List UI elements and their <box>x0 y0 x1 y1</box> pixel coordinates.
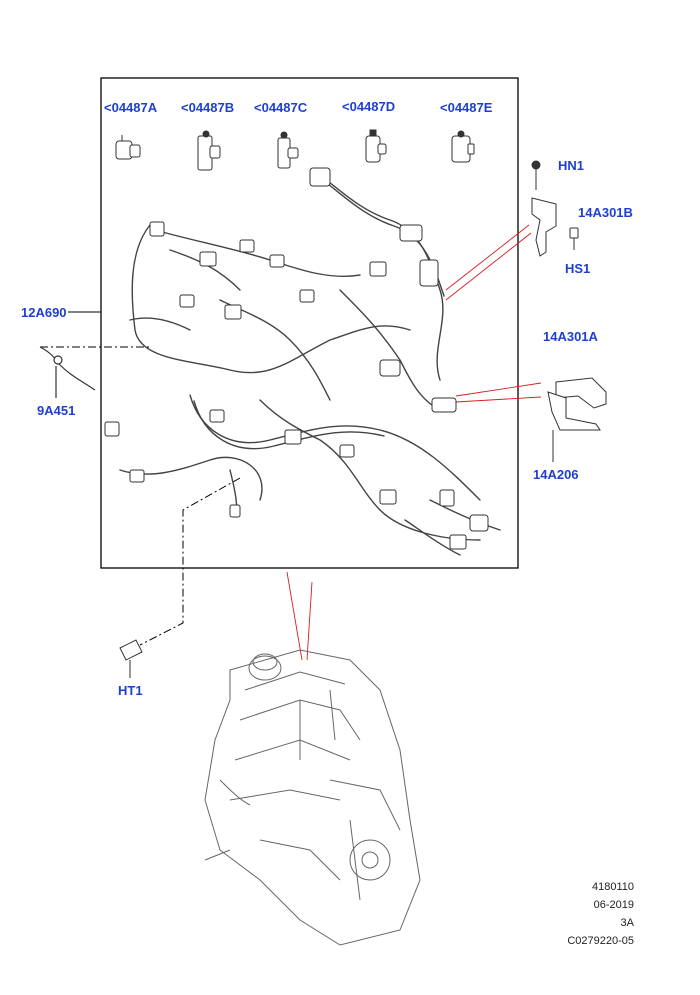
footer-ref-4: C0279220-05 <box>567 935 634 947</box>
fastener-HT1 <box>119 639 143 678</box>
harness-frame <box>100 77 519 569</box>
brackets <box>531 160 607 462</box>
callout-HN1: HN1 <box>558 158 585 173</box>
callout-04487B: <04487B <box>181 100 235 115</box>
red-leaders <box>286 224 542 661</box>
footer-ref-3: 3A <box>620 917 634 929</box>
part-04487C <box>277 131 299 169</box>
callout-14A206: 14A206 <box>533 467 579 482</box>
footer-ref-2: 06-2019 <box>593 899 634 911</box>
callout-HS1: HS1 <box>565 261 591 276</box>
footer-ref-1: 4180110 <box>591 881 634 893</box>
callout-12A690: 12A690 <box>21 305 67 320</box>
leader-HT1 <box>139 477 241 646</box>
sensor-9A451 <box>39 346 96 398</box>
callout-HT1: HT1 <box>118 683 143 698</box>
part-04487D <box>365 129 387 163</box>
callout-04487E: <04487E <box>440 100 493 115</box>
part-04487A <box>115 135 141 160</box>
stud-HS1 <box>569 227 579 250</box>
callout-04487A: <04487A <box>104 100 158 115</box>
callout-04487D: <04487D <box>342 99 396 114</box>
callout-04487C: <04487C <box>254 100 308 115</box>
callout-14A301B: 14A301B <box>578 205 633 220</box>
part-04487E <box>451 130 475 163</box>
harness-connectors <box>104 167 489 550</box>
connector-parts <box>115 129 475 171</box>
nut-HN1 <box>531 160 541 170</box>
callout-9A451: 9A451 <box>37 403 76 418</box>
part-04487B <box>197 130 221 171</box>
bracket-14A301B <box>531 197 557 257</box>
bracket-14A206 <box>547 391 601 431</box>
callout-14A301A: 14A301A <box>543 329 598 344</box>
engine-block <box>204 649 421 946</box>
